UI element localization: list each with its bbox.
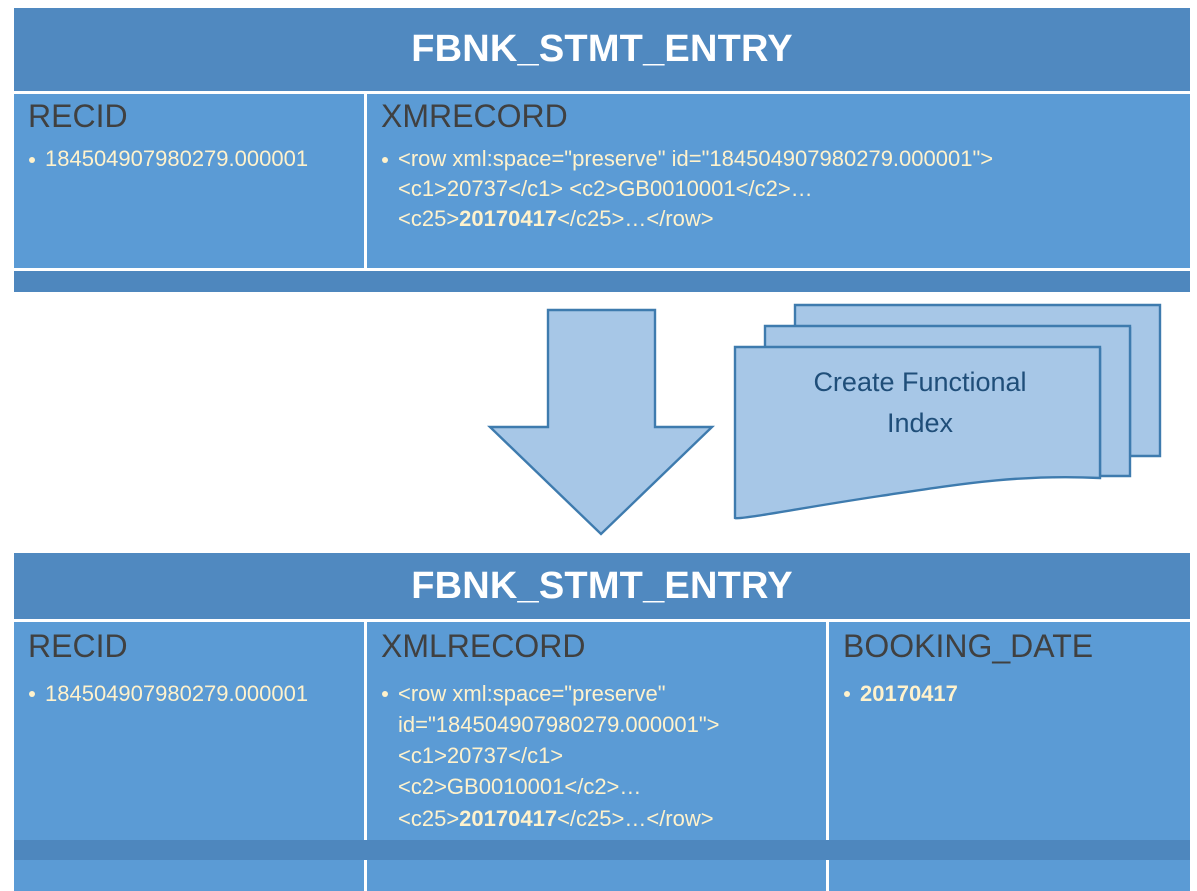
list-item: 20170417 <box>843 678 1180 709</box>
xml-line-1: <row xml:space="preserve" id="1845049079… <box>398 145 994 171</box>
xml-line-3-pre: <c25> <box>398 206 460 231</box>
list-item: <row xml:space="preserve" id="18450490798… <box>381 678 816 834</box>
xml-line-2: id="184504907980279.000001"> <box>398 711 720 737</box>
xml-line-3-post: </c25>…</row> <box>557 206 714 231</box>
xml-line-1: <row xml:space="preserve" <box>398 680 666 706</box>
xml-line-5-pre: <c25> <box>398 805 460 831</box>
bottom-column-header-booking-date: BOOKING_DATE <box>843 628 1094 664</box>
xml-line-5-bold-date: 20170417 <box>459 805 558 831</box>
xml-line-3: <c1>20737</c1> <box>398 743 564 769</box>
diagram-canvas: FBNK_STMT_ENTRY RECID 184504907980279.00… <box>0 8 1197 891</box>
top-xmrecord-list: <row xml:space="preserve" id="1845049079… <box>381 144 1180 234</box>
document-stack-label-line-1: Create Functional <box>813 367 1027 397</box>
bottom-column-recid: RECID 184504907980279.000001 <box>14 622 364 891</box>
bottom-xmlrecord-list: <row xml:space="preserve" id="18450490798… <box>381 678 816 834</box>
top-column-recid: RECID 184504907980279.000001 <box>14 94 364 268</box>
bottom-booking-date-list: 20170417 <box>843 678 1180 709</box>
top-table-body: RECID 184504907980279.000001 XMRECORD <r… <box>14 94 1190 268</box>
bottom-recid-list: 184504907980279.000001 <box>28 678 354 709</box>
top-column-xmrecord: XMRECORD <row xml:space="preserve" id="1… <box>364 94 1190 268</box>
list-item: 184504907980279.000001 <box>28 144 354 174</box>
bottom-table: FBNK_STMT_ENTRY RECID 184504907980279.00… <box>14 553 1190 891</box>
xml-line-3-bold-date: 20170417 <box>459 206 558 231</box>
bottom-table-footer-band <box>14 840 1190 860</box>
bottom-column-header-xmlrecord: XMLRECORD <box>381 628 586 664</box>
top-column-header-recid: RECID <box>28 98 128 134</box>
xml-line-5-post: </c25>…</row> <box>557 805 714 831</box>
middle-graphic <box>0 288 1197 546</box>
top-column-header-xmrecord: XMRECORD <box>381 98 568 134</box>
top-table-title: FBNK_STMT_ENTRY <box>14 8 1190 91</box>
top-recid-list: 184504907980279.000001 <box>28 144 354 174</box>
bottom-column-booking-date: BOOKING_DATE 20170417 <box>826 622 1190 891</box>
down-arrow-icon <box>487 308 715 536</box>
bottom-table-title: FBNK_STMT_ENTRY <box>14 553 1190 619</box>
stacked-documents-front-sheet <box>733 345 1102 520</box>
xml-line-4: <c2>GB0010001</c2>… <box>398 774 642 800</box>
document-stack-label-line-2: Index <box>886 407 954 438</box>
xml-line-2: <c1>20737</c1> <c2>GB0010001</c2>… <box>398 175 813 201</box>
list-item: 184504907980279.000001 <box>28 678 354 709</box>
bottom-column-xmlrecord: XMLRECORD <row xml:space="preserve" id="1… <box>364 622 826 891</box>
list-item: <row xml:space="preserve" id="1845049079… <box>381 144 1180 234</box>
top-table-footer-band <box>14 271 1190 292</box>
document-stack-label: Create Functional Index <box>760 362 1080 443</box>
bottom-column-header-recid: RECID <box>28 628 128 664</box>
top-table: FBNK_STMT_ENTRY RECID 184504907980279.00… <box>14 8 1190 292</box>
